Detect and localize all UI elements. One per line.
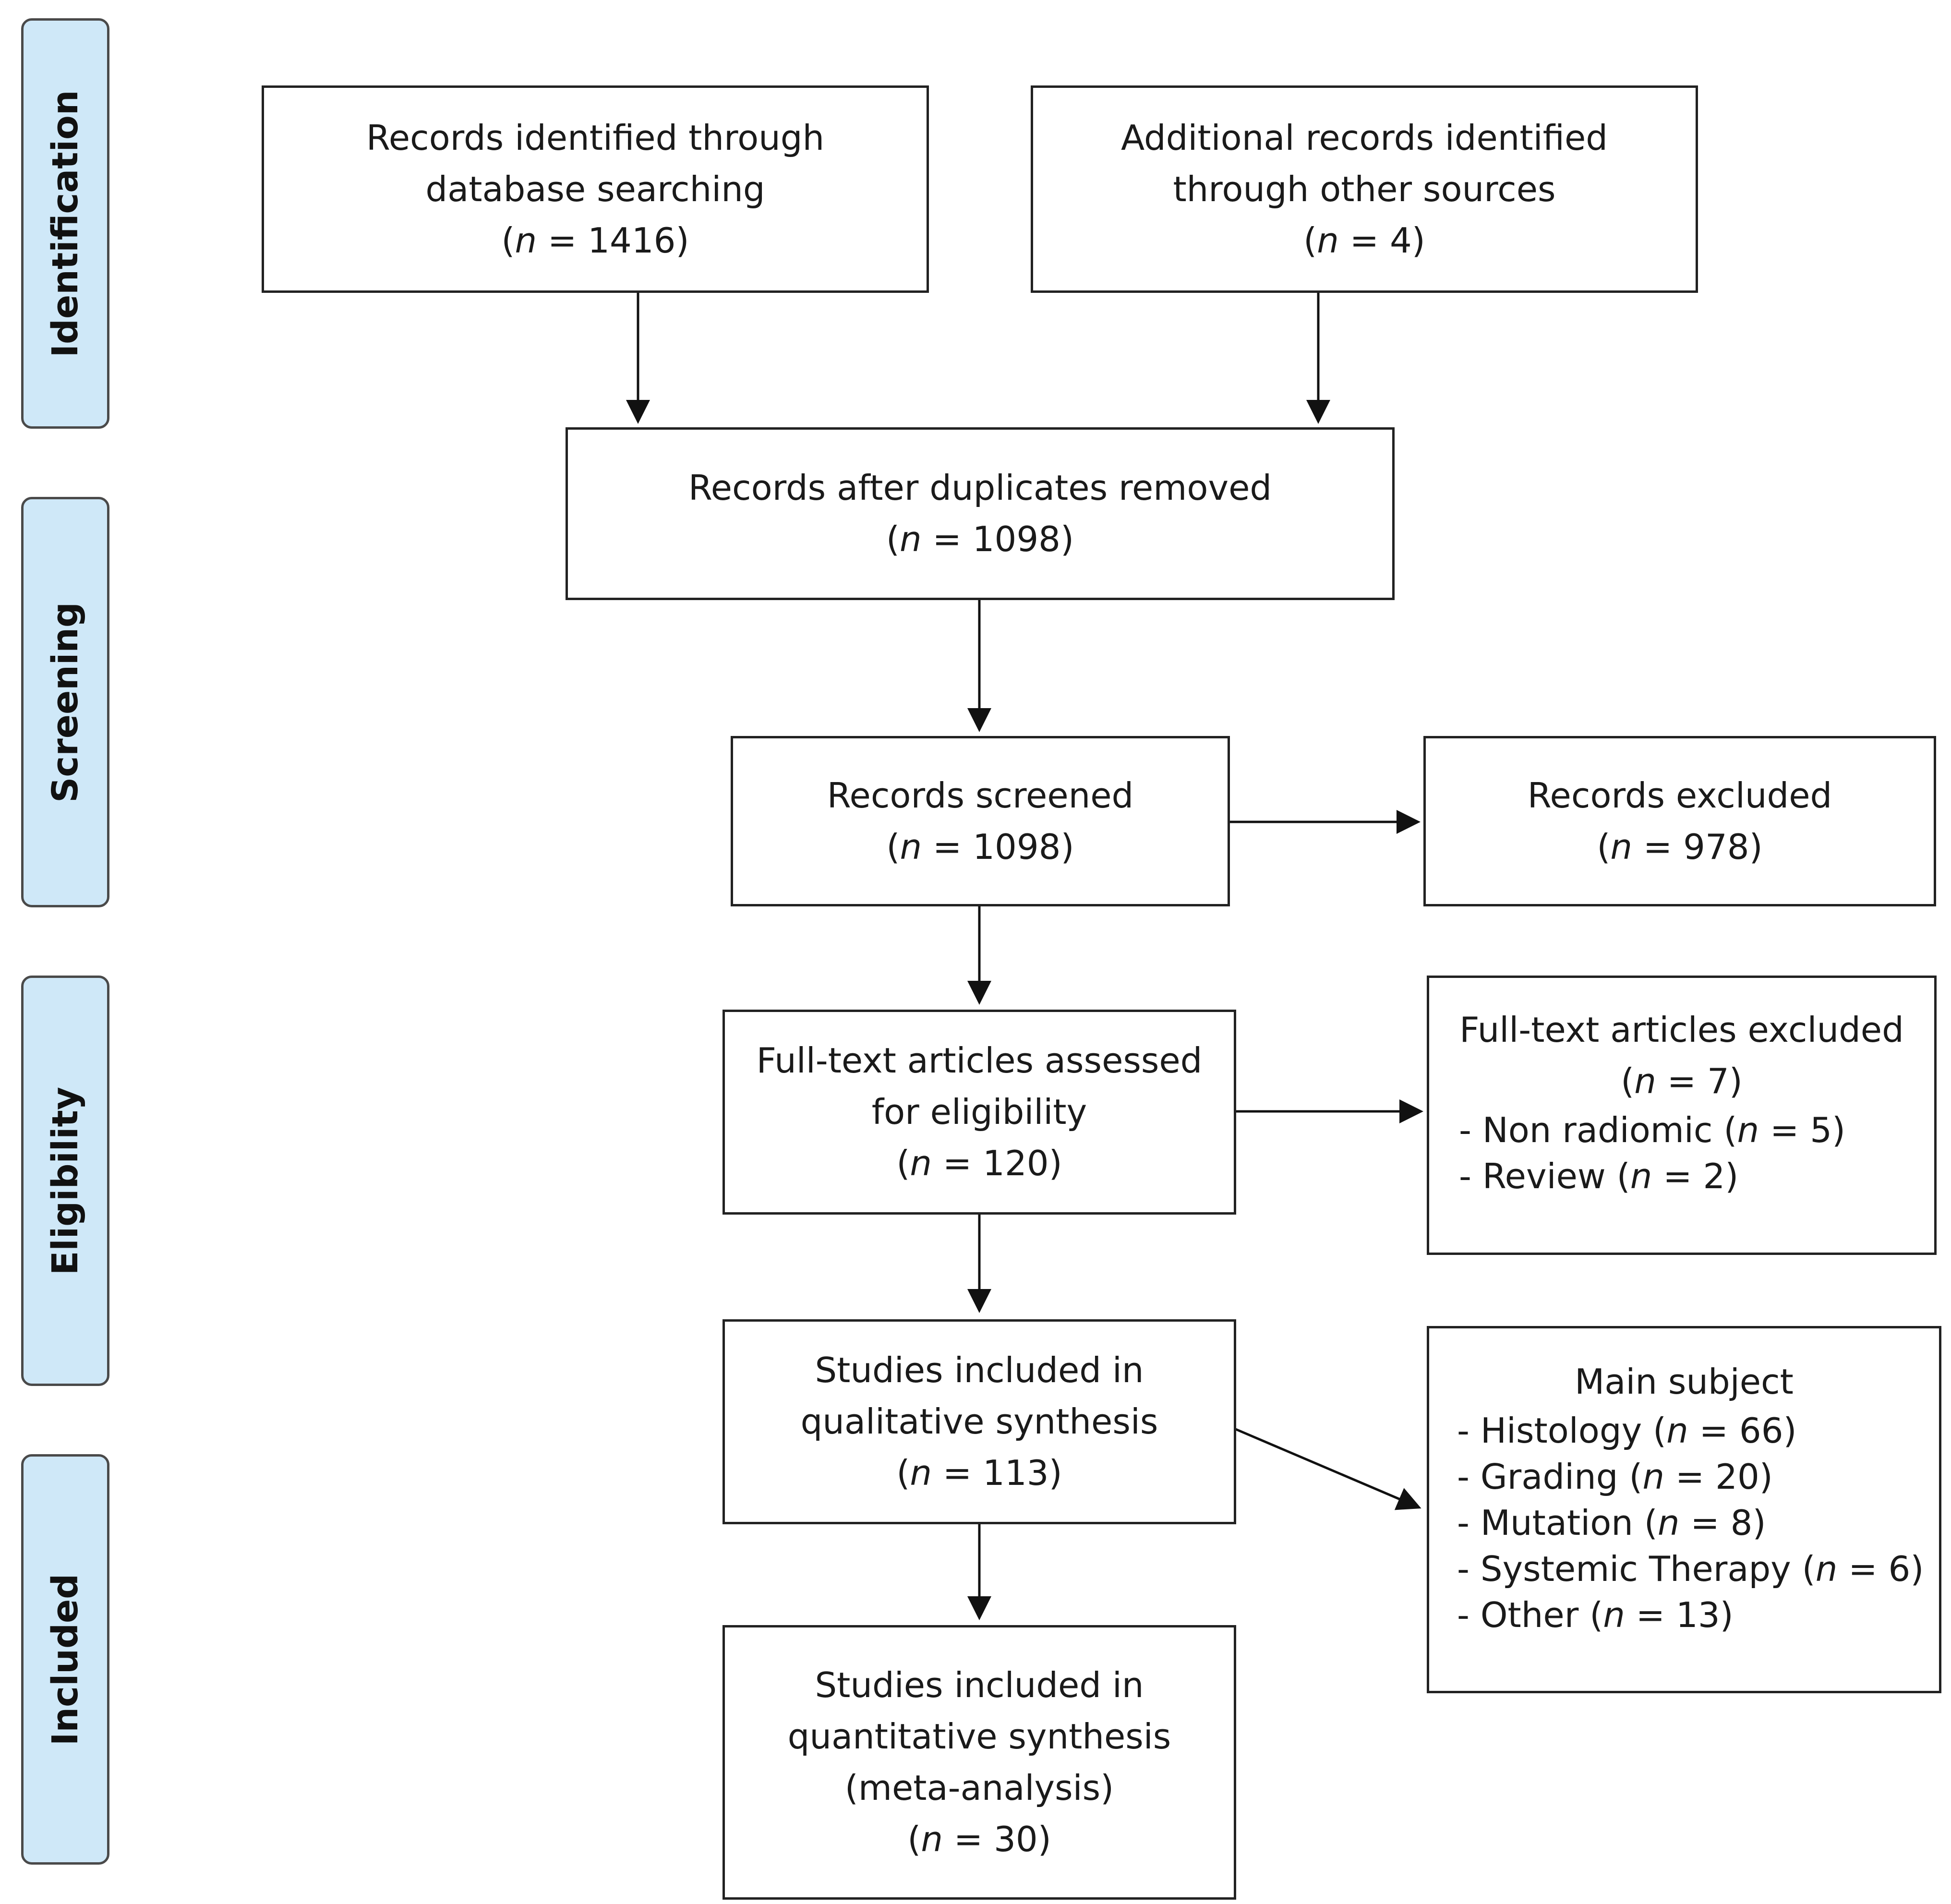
count-value: 4 xyxy=(1389,220,1412,261)
count-line: (n = 120) xyxy=(896,1143,1062,1183)
box-text: Studies included in xyxy=(815,1350,1144,1390)
box-text: Records screened xyxy=(827,775,1134,816)
box-text: qualitative synthesis xyxy=(800,1401,1158,1442)
list-item: - Mutation (n = 8) xyxy=(1457,1503,1766,1543)
count-line: (n = 30) xyxy=(907,1819,1051,1859)
count-value: 1416 xyxy=(588,220,676,261)
phase-eligibility: Eligibility xyxy=(21,976,109,1386)
count-line: (n = 1098) xyxy=(886,519,1074,559)
phase-label-screening: Screening xyxy=(45,602,86,803)
list-item: - Systemic Therapy (n = 6) xyxy=(1457,1549,1924,1589)
box-text: for eligibility xyxy=(871,1092,1087,1132)
count-value: 20 xyxy=(1715,1457,1759,1497)
count-value: 1098 xyxy=(972,519,1060,559)
box-main-subject: Main subject - Histology (n = 66) - Grad… xyxy=(1427,1326,1941,1693)
box-text: quantitative synthesis xyxy=(787,1716,1171,1757)
count-value: 8 xyxy=(1730,1503,1753,1543)
box-qualitative-synthesis: Studies included in qualitative synthesi… xyxy=(723,1319,1236,1524)
box-fulltext-excluded: Full-text articles excluded (n = 7) - No… xyxy=(1427,976,1937,1255)
count-value: 2 xyxy=(1703,1156,1725,1196)
count-line: (n = 978) xyxy=(1597,826,1763,867)
list-item: - Histology (n = 66) xyxy=(1457,1410,1797,1451)
count-value: 978 xyxy=(1683,826,1749,867)
phase-included: Included xyxy=(21,1454,109,1865)
box-database-searching: Records identified through database sear… xyxy=(262,85,929,293)
count-value: 6 xyxy=(1888,1549,1911,1589)
exclusion-reasons-list: - Non radiomic (n = 5) - Review (n = 2) xyxy=(1429,1107,1845,1199)
box-text: Studies included in xyxy=(815,1665,1144,1705)
box-quantitative-synthesis: Studies included in quantitative synthes… xyxy=(723,1625,1236,1900)
box-text: Records after duplicates removed xyxy=(688,468,1272,508)
box-text: through other sources xyxy=(1173,169,1556,209)
box-fulltext-assessed: Full-text articles assessed for eligibil… xyxy=(723,1010,1236,1215)
box-other-sources: Additional records identified through ot… xyxy=(1031,85,1698,293)
count-value: 7 xyxy=(1707,1061,1729,1101)
box-text: Records excluded xyxy=(1527,775,1832,816)
arrow-qualitative-to-main-subject xyxy=(1235,1428,1421,1510)
box-text: (meta-analysis) xyxy=(844,1768,1114,1808)
count-value: 1098 xyxy=(973,826,1061,867)
phase-label-eligibility: Eligibility xyxy=(45,1086,86,1275)
box-text: Records identified through xyxy=(366,117,825,158)
phase-identification: Identification xyxy=(21,18,109,429)
count-value: 5 xyxy=(1810,1110,1832,1150)
box-title: Main subject xyxy=(1575,1362,1794,1402)
main-subject-list: - Histology (n = 66) - Grading (n = 20) … xyxy=(1429,1408,1924,1638)
box-duplicates-removed: Records after duplicates removed (n = 10… xyxy=(566,427,1395,600)
phase-screening: Screening xyxy=(21,497,109,907)
count-value: 30 xyxy=(994,1819,1038,1859)
count-line: (n = 1416) xyxy=(501,220,689,261)
list-item: - Other (n = 13) xyxy=(1457,1595,1734,1635)
count-line: (n = 7) xyxy=(1621,1061,1743,1101)
box-text: Full-text articles assessed xyxy=(756,1040,1203,1081)
count-line: (n = 113) xyxy=(896,1453,1062,1493)
phase-label-included: Included xyxy=(45,1573,86,1746)
count-value: 120 xyxy=(983,1143,1049,1183)
box-records-excluded: Records excluded (n = 978) xyxy=(1423,736,1936,906)
phase-label-identification: Identification xyxy=(45,89,86,358)
count-value: 66 xyxy=(1739,1410,1783,1451)
list-item: - Grading (n = 20) xyxy=(1457,1457,1773,1497)
box-records-screened: Records screened (n = 1098) xyxy=(731,736,1230,906)
list-item: - Review (n = 2) xyxy=(1459,1156,1739,1196)
box-text: Additional records identified xyxy=(1121,117,1608,158)
box-text: database searching xyxy=(425,169,765,209)
list-item: - Non radiomic (n = 5) xyxy=(1459,1110,1846,1150)
count-line: (n = 1098) xyxy=(886,826,1074,867)
count-line: (n = 4) xyxy=(1303,220,1425,261)
box-title: Full-text articles excluded xyxy=(1459,1010,1904,1050)
count-value: 113 xyxy=(983,1453,1049,1493)
count-value: 13 xyxy=(1676,1595,1720,1635)
